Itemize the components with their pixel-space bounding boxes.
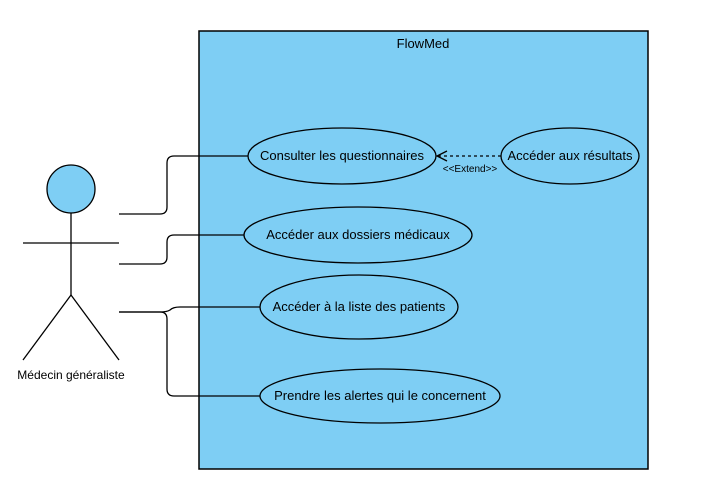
use-case-ellipse (259, 274, 459, 340)
use-case-consulter-questionnaires[interactable]: Consulter les questionnaires (247, 127, 437, 185)
extend-arrowhead (435, 150, 448, 162)
use-case-acceder-resultats[interactable]: Accéder aux résultats (500, 127, 640, 185)
use-case-label: Accéder à la liste des patients (273, 299, 446, 314)
extend-stereotype-label: <<Extend>> (443, 164, 498, 175)
use-case-label: Accéder aux résultats (507, 148, 633, 163)
use-case-label: Accéder aux dossiers médicaux (266, 227, 450, 242)
use-case-ellipse (259, 368, 501, 424)
actor-medecin[interactable]: Médecin généraliste (17, 164, 125, 382)
actor-right-leg (70, 294, 120, 361)
actor-left-leg (22, 294, 72, 361)
use-case-label: Prendre les alertes qui le concernent (274, 388, 486, 403)
extend-relationship[interactable]: <<Extend>> (435, 150, 501, 175)
association-uc1[interactable] (119, 155, 248, 215)
use-case-prendre-alertes[interactable]: Prendre les alertes qui le concernent (259, 368, 501, 424)
use-case-label: Consulter les questionnaires (260, 148, 425, 163)
actor-label: Médecin généraliste (17, 368, 125, 382)
use-case-ellipse (243, 206, 473, 264)
actor-head (46, 164, 96, 214)
use-case-acceder-dossiers-medicaux[interactable]: Accéder aux dossiers médicaux (243, 206, 473, 264)
system-title: FlowMed (397, 36, 450, 51)
association-uc4[interactable] (119, 311, 260, 397)
use-case-acceder-liste-patients[interactable]: Accéder à la liste des patients (259, 274, 459, 340)
association-uc2[interactable] (119, 234, 244, 265)
